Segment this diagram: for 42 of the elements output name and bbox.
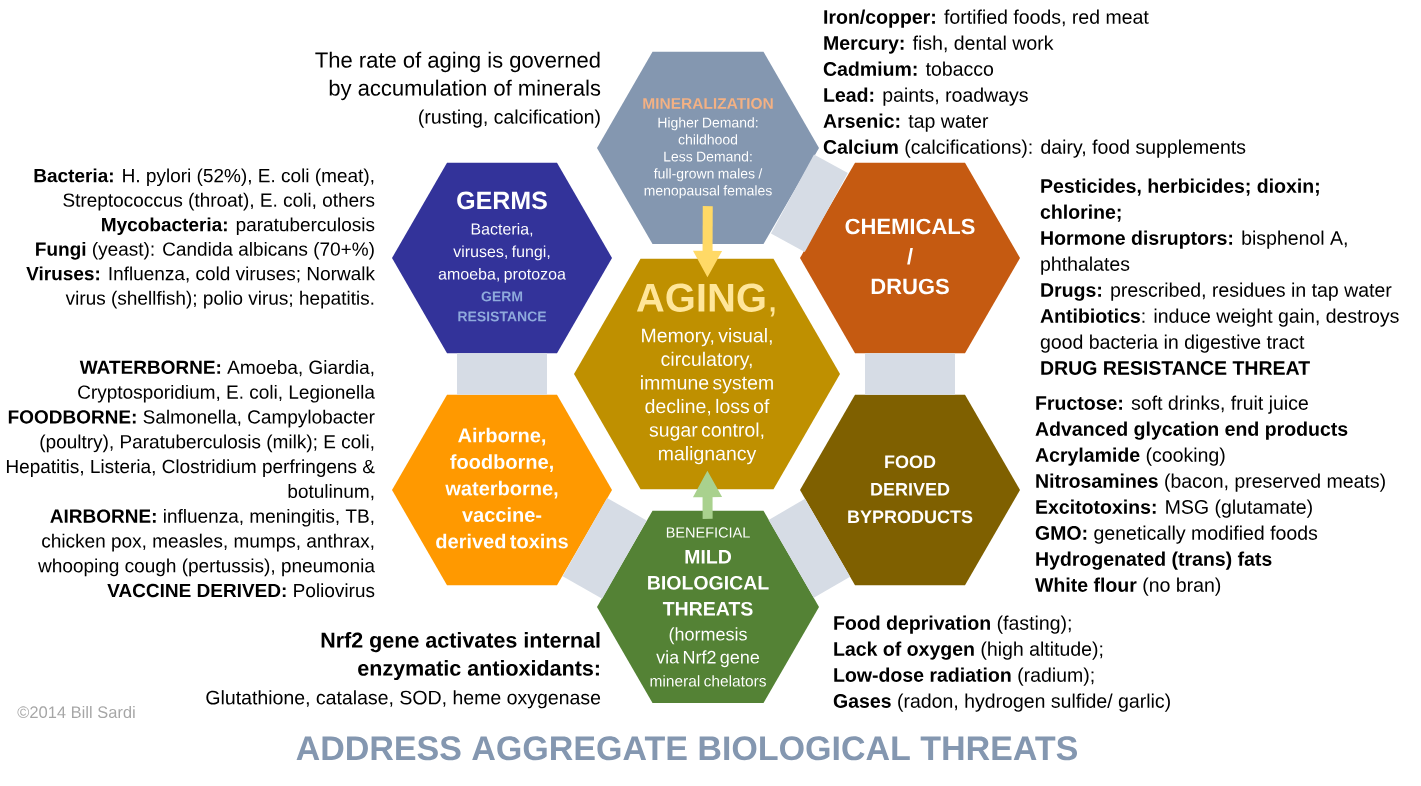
annotation-text: Viruses: Influenza, cold viruses; Norwalk virus (shellfish); polio virus; hepatitis. (26, 266, 375, 309)
annotation-text: Drugs: prescribed, residues in tap water (1041, 282, 1392, 301)
annotation-text: (rusting, calcification) (419, 109, 600, 128)
hexagon: Airborne, foodborne, waterborne, vaccine-derived toxins (392, 394, 612, 586)
annotation-text: Advanced glycation end products (1035, 421, 1348, 440)
annotation-text: Nrf2 gene activates internal enzymatic antioxidants: (321, 632, 600, 681)
annotation-text: Lack of oxygen (high altitude); (834, 641, 1103, 660)
hexagon: AGING, Memory, visual, circulatory, immune system decline, loss of sugar control, malignancy (574, 258, 840, 490)
annotation-text: Gases (radon, hydrogen sulfide/ garlic) (833, 693, 1170, 712)
connector-band (768, 498, 851, 598)
annotation-text: Mercury: fish, dental work (824, 35, 1054, 54)
annotation-text: Iron/copper: fortified foods, red meat (824, 9, 1149, 28)
annotation-text: VACCINE DERIVED: Poliovirus (107, 583, 375, 598)
annotation-text: GMO: genetically modified foods (1035, 525, 1318, 544)
connector-band (865, 353, 956, 395)
annotation-text: Hydrogenated (trans) fats (1036, 551, 1272, 570)
connector-band (770, 154, 848, 252)
annotation-text: Pesticides, herbicides; dioxin; chlorine; (1040, 178, 1319, 222)
annotation-text: DRUG RESISTANCE THREAT (1041, 361, 1310, 375)
hexagon: CHEMICALS / DRUGS (800, 162, 1020, 354)
annotation-text: White flour (no bran) (1035, 577, 1221, 596)
annotation-text: Food deprivation (fasting); (834, 615, 1071, 634)
annotation-text: Fructose: soft drinks, fruit juice (1036, 395, 1308, 414)
annotation-text: Low-dose radiation (radium); (834, 667, 1094, 686)
annotation-text: Antibiotics: induce weight gain, destroys good bacteria in digestive tract (1040, 308, 1399, 353)
copyright-text: ©2014 Bill Sardi (17, 705, 135, 719)
connector-band (457, 353, 547, 395)
annotation-text: AIRBORNE: influenza, meningitis, TB, chicken pox, measles, mumps, anthrax, whooping cough (pertussis), pneumonia (38, 508, 375, 577)
annotation-text: Cadmium: tobacco (823, 61, 994, 76)
annotation-text: Calcium (calcifications): dairy, food supplements (823, 139, 1246, 158)
hexagon: GERMS Bacteria, viruses, fungi, amoeba, protozoa GERM RESISTANCE (392, 162, 612, 354)
annotation-text: Lead: paints, roadways (824, 87, 1028, 106)
annotation-text: Arsenic: tap water (823, 113, 989, 132)
annotation-text: Fungi (yeast): Candida albicans (70+%) (36, 241, 374, 260)
title: ADDRESS AGGREGATE BIOLOGICAL THREATS (296, 736, 1077, 761)
hexagon: FOOD DERIVED BYPRODUCTS (800, 394, 1020, 586)
annotation-text: Mycobacteria: paratuberculosis (102, 217, 375, 236)
annotation-text: WATERBORNE: Amoeba, Giardia, Cryptosporidium, E. coli, Legionella (78, 360, 375, 403)
annotation-text: Excitotoxins: MSG (glutamate) (1036, 499, 1312, 518)
connector-band (562, 497, 647, 599)
annotation-text: Nitrosamines (bacon, preserved meats) (1036, 473, 1385, 492)
annotation-text: Acrylamide (cooking) (1035, 447, 1225, 466)
